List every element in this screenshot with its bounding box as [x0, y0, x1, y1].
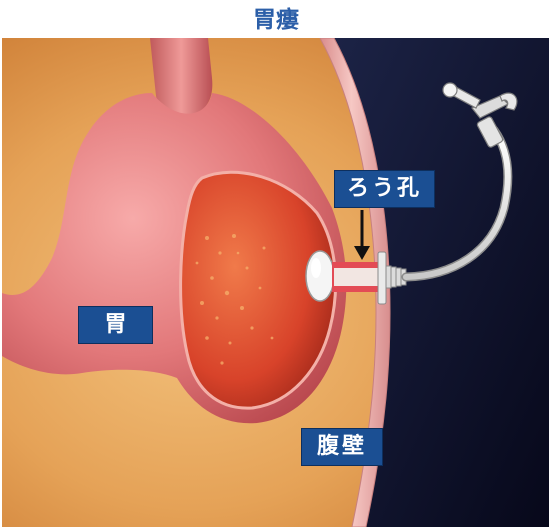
fistula-label: ろう孔 — [334, 170, 435, 208]
internal-bumper — [306, 251, 334, 301]
abdominal-wall-label: 腹壁 — [301, 428, 383, 466]
bumper-highlight — [311, 258, 321, 278]
external-bolster — [378, 252, 386, 304]
tube-through-wall — [334, 268, 382, 286]
illustration — [2, 38, 549, 527]
diagram-title: 胃瘻 — [0, 0, 552, 38]
stomach-label: 胃 — [78, 306, 153, 344]
gastrostomy-illustration — [2, 38, 549, 527]
